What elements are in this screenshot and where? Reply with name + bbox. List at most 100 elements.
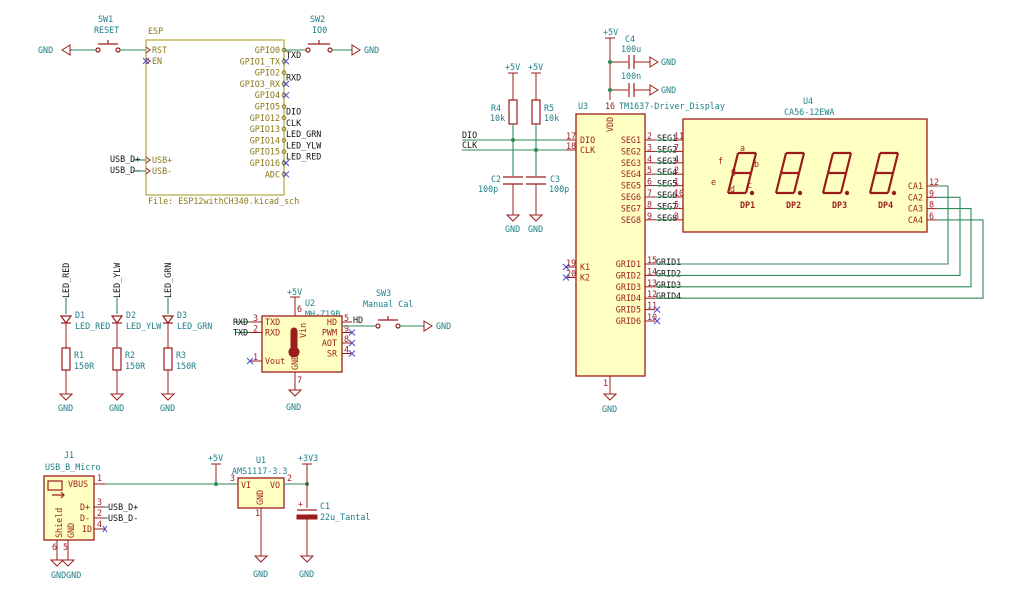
svg-text:GND: GND: [38, 45, 53, 55]
esp-pin-rst: RST: [152, 45, 167, 55]
pin-number: 7: [674, 142, 679, 152]
svg-text:J1: J1: [64, 450, 74, 460]
u4-pin-ca2: CA2: [908, 192, 923, 202]
svg-text:10k: 10k: [544, 113, 559, 123]
esp-net-label: DIO: [286, 107, 301, 117]
net-label: RXD: [233, 317, 248, 327]
svg-text:10k: 10k: [490, 113, 505, 123]
led-diode-icon: [110, 315, 124, 325]
svg-text:4: 4: [97, 519, 102, 529]
sw3-manual-cal[interactable]: SW3 Manual Cal GND: [342, 288, 451, 332]
esp-pin-adc: ADC: [265, 169, 280, 179]
grid-wire: [655, 196, 961, 276]
no-connect-mark: [142, 57, 150, 65]
sheet-pin-mark: [281, 70, 287, 75]
pin-number: 4: [344, 345, 349, 355]
segment-letter: a: [740, 143, 745, 153]
svg-text:5: 5: [63, 542, 68, 552]
usb-icon: [47, 480, 63, 491]
svg-text:USB_B_Micro: USB_B_Micro: [45, 462, 100, 472]
svg-text:GND: GND: [661, 57, 676, 67]
decimal-point: [844, 190, 850, 196]
sheet-pin-mark: [281, 138, 287, 143]
net-label: GRID4: [656, 291, 681, 301]
net-label: GRID3: [656, 280, 681, 290]
led-group: LED_REDD1LED_REDR1150RGNDLED_YLWD2LED_YL…: [58, 262, 212, 413]
net-label: SEG6: [657, 190, 677, 200]
u1-regulator[interactable]: +5V U1 AMS1117-3.3 VI VO GND 3 2 1 GND +…: [208, 453, 370, 579]
u2-pin-vout: Vout: [265, 356, 285, 366]
decimal-point: [891, 190, 897, 196]
no-connect-mark: [653, 306, 661, 313]
resistor-ref: R3: [176, 350, 186, 360]
segment-stroke: [886, 172, 895, 194]
u3-tm1637[interactable]: U3 TM1637-Driver_Display 16 VDD 1 GND 17…: [562, 101, 725, 414]
svg-text:+5V: +5V: [208, 453, 223, 463]
sheet-pin-mark: [281, 104, 287, 109]
svg-text:D-: D-: [80, 513, 90, 523]
pin-number: 7: [647, 188, 652, 198]
pin-number: 5: [344, 313, 349, 323]
segment-letter: d: [730, 184, 735, 194]
svg-text:DIO: DIO: [462, 130, 477, 140]
gnd-label: GND: [160, 403, 175, 413]
svg-text:22u_Tantal: 22u_Tantal: [320, 512, 370, 522]
u2-pin-pwm: PWM: [322, 328, 337, 338]
pin-number: 1: [253, 352, 258, 362]
net-label: SEG3: [657, 156, 677, 166]
svg-text:GND: GND: [66, 523, 76, 538]
svg-text:GND: GND: [661, 85, 676, 95]
u3-pin-grid4: GRID4: [616, 293, 641, 303]
u2-pin-aot: AOT: [322, 338, 337, 348]
esp-pin-gpio1_tx: GPIO1_TX: [240, 56, 280, 66]
no-connect-mark: [562, 263, 570, 271]
resistor-value: 150R: [125, 361, 146, 371]
pin-number: 11: [674, 131, 684, 141]
svg-text:C1: C1: [320, 501, 330, 511]
svg-text:Shield: Shield: [54, 508, 64, 538]
svg-text:U4: U4: [803, 96, 813, 106]
segment-letter: e: [711, 177, 716, 187]
svg-text:100u: 100u: [621, 44, 641, 54]
pin-number: 17: [566, 131, 576, 141]
pin-number: 12: [647, 289, 657, 299]
resistor-body: [163, 347, 173, 371]
esp-pin-gpio14: GPIO14: [250, 135, 280, 145]
pin-number: 11: [647, 301, 657, 311]
dp-label: DP2: [786, 200, 801, 210]
pin-number: 19: [566, 258, 576, 268]
led-ref: D1: [75, 310, 85, 320]
svg-text:MH-Z19B: MH-Z19B: [305, 309, 340, 319]
esp-sheet[interactable]: ESP File: ESP12withCH340.kicad_sch RSTEN…: [142, 26, 322, 206]
esp-pin-gpio12: GPIO12: [250, 113, 280, 123]
svg-text:GND: GND: [299, 569, 314, 579]
u3-pin-grid6: GRID6: [616, 316, 641, 326]
u4-pin-ca4: CA4: [908, 215, 923, 225]
svg-text:USB_D+: USB_D+: [108, 502, 138, 512]
u3-pin-k2: K2: [580, 273, 590, 283]
svg-text:USB_D+: USB_D+: [110, 154, 140, 164]
svg-text:2: 2: [287, 473, 292, 483]
pin-number: 4: [674, 154, 679, 164]
segment-stroke: [731, 152, 740, 174]
svg-text:+5V: +5V: [528, 62, 543, 72]
svg-text:+5V: +5V: [505, 62, 520, 72]
j1-usb-connector[interactable]: J1 USB_B_Micro VBUS D+ D- ID Shield GND …: [43, 450, 228, 580]
sw1-reset-switch[interactable]: SW1 RESET: [72, 14, 146, 53]
sheet-pin-arrow: [145, 46, 151, 54]
u3-pin-k1: K1: [580, 262, 590, 272]
svg-text:VDD: VDD: [605, 117, 615, 132]
decimal-point: [749, 190, 755, 196]
pin-number: 10: [674, 188, 684, 198]
esp-sheet-name: ESP: [148, 26, 163, 36]
svg-text:AMS1117-3.3: AMS1117-3.3: [232, 466, 287, 476]
sw2-io0-switch[interactable]: SW2 IO0 GND: [284, 14, 379, 56]
net-label: TXD: [233, 328, 248, 338]
svg-text:C2: C2: [491, 174, 501, 184]
pin-number: 1: [674, 177, 679, 187]
svg-text:GND: GND: [290, 355, 300, 370]
